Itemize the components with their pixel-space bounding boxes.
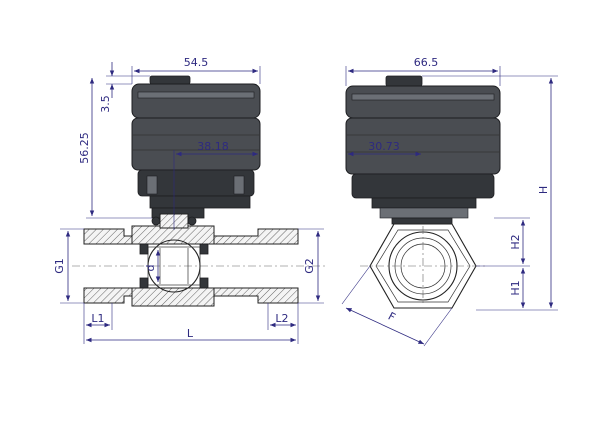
dimension-h1: H1 xyxy=(509,268,526,308)
dimension-left-top-width: 54.5 xyxy=(131,56,261,84)
side-view: 54.5 3.5 56.25 38.18 G1 xyxy=(53,56,325,344)
dimension-label: 56.25 xyxy=(78,132,91,164)
dimension-label: G2 xyxy=(303,258,316,274)
dimension-label: 54.5 xyxy=(184,56,209,69)
dimension-label: L2 xyxy=(275,312,288,325)
dimension-g2: G2 xyxy=(298,228,324,304)
valve-body-section xyxy=(72,213,325,307)
dimension-label: 30.73 xyxy=(368,140,400,153)
end-view: 66.5 30.73 H H2 H1 xyxy=(341,56,558,347)
dimension-left-height: 56.25 xyxy=(78,78,152,219)
dimension-left-offset: 38.18 xyxy=(173,140,258,230)
dimension-right-top-width: 66.5 xyxy=(345,56,501,86)
dimension-length: L xyxy=(86,327,296,343)
dimension-label: H2 xyxy=(509,234,522,249)
actuator-housing-side xyxy=(131,75,261,219)
dimension-l1: L1 xyxy=(83,303,113,344)
dimension-left-cap: 3.5 xyxy=(99,62,150,113)
dimension-g1: G1 xyxy=(53,228,84,304)
dimension-label: G1 xyxy=(53,258,66,274)
dimension-label: H1 xyxy=(509,280,522,295)
dimension-h2: H2 xyxy=(476,217,530,267)
dimension-label: 38.18 xyxy=(197,140,229,153)
dimension-right-offset: 30.73 xyxy=(348,140,421,157)
dimension-label: 3.5 xyxy=(99,95,112,113)
dimension-total-height: H xyxy=(422,75,558,311)
dimension-label: 66.5 xyxy=(414,56,439,69)
dimension-label: L1 xyxy=(91,312,104,325)
dimension-label: d xyxy=(144,265,157,272)
dimension-label: L xyxy=(187,327,194,340)
valve-hex-end xyxy=(360,223,486,309)
dimension-label: F xyxy=(386,310,398,324)
dimension-label: H xyxy=(537,186,550,194)
dimension-l2: L2 xyxy=(267,303,299,344)
dimension-bore: d xyxy=(144,250,161,282)
dimension-flats: F xyxy=(341,265,453,347)
